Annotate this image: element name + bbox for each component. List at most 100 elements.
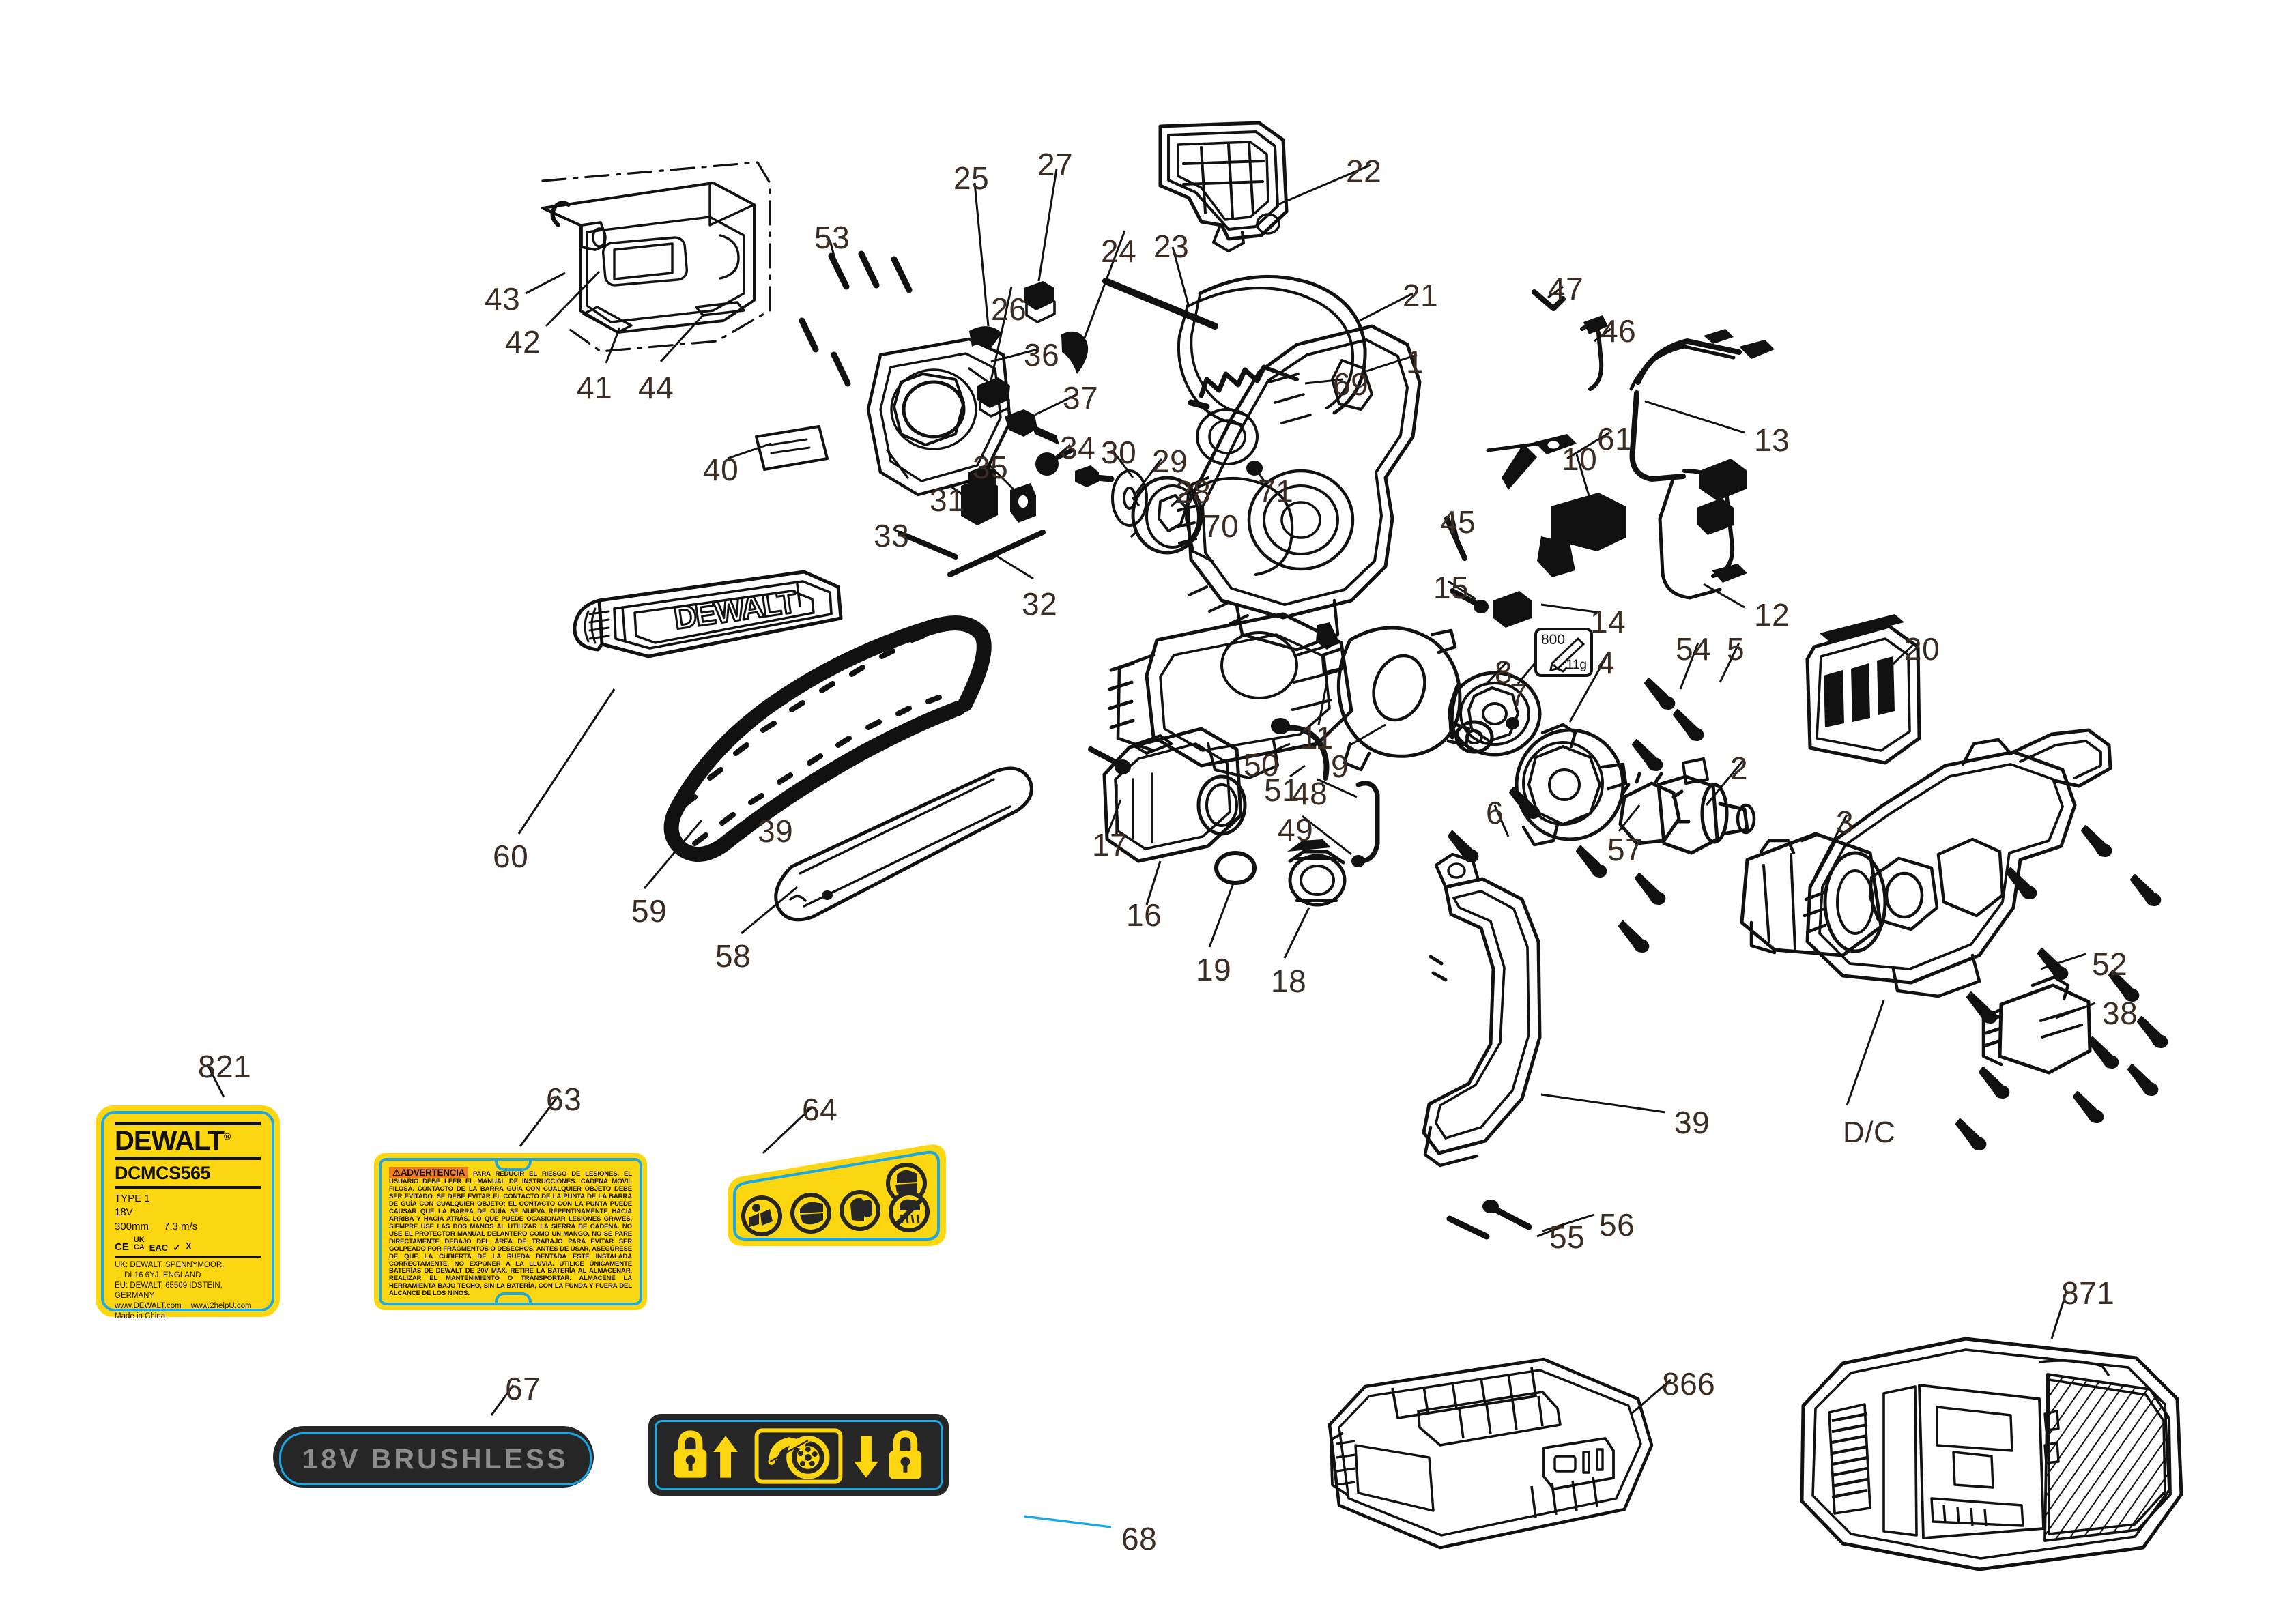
address-uk-line2: DL16 6YJ, ENGLAND — [124, 1271, 201, 1279]
ce-mark-icon: CE — [115, 1241, 129, 1253]
callout-number-45: 45 — [1440, 504, 1476, 540]
part-hand-guard-22 — [1158, 121, 1289, 252]
callout-number-25: 25 — [953, 160, 990, 196]
callout-number-2: 2 — [1730, 751, 1749, 786]
callout-number-63: 63 — [546, 1082, 582, 1117]
manufacturer-address: UK: DEWALT, SPENNYMOOR, DL16 6YJ, ENGLAN… — [115, 1260, 261, 1322]
part-cluster-top — [969, 278, 1218, 418]
callout-number-46: 46 — [1601, 313, 1637, 349]
callout-number-57: 57 — [1607, 832, 1644, 867]
grease-spec-icon: 800 11g — [1534, 628, 1593, 677]
no-rain-icon — [889, 1191, 930, 1232]
part-cluster-small — [898, 409, 1203, 577]
callout-number-64: 64 — [802, 1092, 838, 1127]
warning-badge: ⚠ADVERTENCIA — [389, 1167, 469, 1179]
callout-number-1: 1 — [1406, 344, 1424, 379]
callout-number-41: 41 — [577, 370, 613, 405]
part-pump-cover-9 — [1271, 622, 1494, 867]
callout-number-71: 71 — [1258, 474, 1294, 509]
rating-label-inner: DEWALT® DCMCS565 TYPE 1 18V 300mm 7.3 m/… — [101, 1111, 274, 1320]
part-armature-2 — [1656, 757, 1756, 855]
callout-number-35: 35 — [973, 450, 1009, 485]
callout-number-56: 56 — [1599, 1207, 1635, 1243]
callout-number-58: 58 — [715, 938, 751, 974]
callout-number-14: 14 — [1590, 604, 1626, 639]
address-eu: EU: DEWALT, 65509 IDSTEIN, GERMANY — [115, 1281, 223, 1300]
callout-number-8: 8 — [1495, 654, 1513, 690]
part-battery-rail-20 — [1805, 614, 1921, 765]
arrow-up-icon — [713, 1436, 738, 1478]
brushless-badge: 18V BRUSHLESS — [273, 1426, 594, 1488]
callout-number-20: 20 — [1904, 631, 1940, 667]
read-manual-icon — [741, 1195, 782, 1236]
callout-number-16: 16 — [1126, 897, 1162, 933]
callout-number-70: 70 — [1203, 508, 1239, 544]
voltage-value: 18V — [115, 1206, 133, 1219]
part-charger-871 — [1800, 1337, 2183, 1571]
model-number: DCMCS565 — [115, 1163, 261, 1189]
lock-closed-icon — [674, 1430, 707, 1478]
divider — [115, 1255, 261, 1258]
spec-block: TYPE 1 18V 300mm 7.3 m/s — [115, 1192, 261, 1234]
callout-number-59: 59 — [631, 893, 668, 929]
callout-number-821: 821 — [198, 1049, 252, 1084]
callout-number-69: 69 — [1333, 366, 1369, 402]
part-battery-866 — [1328, 1357, 1654, 1550]
grease-amount: 800 — [1541, 632, 1566, 648]
callout-number-19: 19 — [1196, 952, 1232, 987]
arrow-down-icon — [854, 1436, 878, 1478]
part-rear-handle-39 — [1422, 852, 1542, 1168]
callout-number-866: 866 — [1662, 1366, 1716, 1402]
part-pins-53 — [799, 250, 913, 387]
country-of-origin: Made in China — [115, 1311, 166, 1320]
callout-number-18: 18 — [1271, 963, 1307, 999]
callout-number-7: 7 — [1510, 677, 1528, 712]
chain-tension-label-inner — [655, 1420, 943, 1490]
chain-tension-label — [648, 1414, 949, 1496]
ear-protection-icon — [840, 1190, 880, 1231]
notch-top — [495, 1161, 532, 1171]
website-2helpu: www.2helpU.com — [190, 1301, 252, 1310]
callout-number-54: 54 — [1676, 631, 1712, 667]
part-fan-4 — [1506, 717, 1519, 729]
callout-number-27: 27 — [1037, 147, 1074, 182]
address-uk-line1: UK: DEWALT, SPENNYMOOR, — [115, 1260, 225, 1269]
warning-label: ⚠ADVERTENCIA PARA REDUCIR EL RIESGO DE L… — [374, 1153, 647, 1310]
part-scabbard-60: DEWALT — [573, 570, 843, 658]
callout-number-11: 11 — [1300, 720, 1334, 755]
brushless-badge-text: 18V BRUSHLESS — [279, 1432, 592, 1485]
warning-body-text: PARA REDUCIR EL RIESGO DE LESIONES, EL U… — [389, 1170, 632, 1298]
part-battery-receptacle — [541, 182, 756, 334]
dewalt-logo: DEWALT® — [115, 1122, 261, 1160]
callout-number-67: 67 — [505, 1371, 541, 1406]
callout-number-37: 37 — [1063, 380, 1099, 416]
leader-lines — [206, 164, 2096, 1416]
callout-number-44: 44 — [638, 370, 674, 405]
part-chain-59 — [663, 615, 992, 862]
callout-number-49: 49 — [1278, 812, 1314, 847]
part-screws-54 — [1441, 677, 1710, 955]
pictogram-label — [723, 1141, 949, 1250]
callout-number-39b: 39 — [1674, 1105, 1710, 1140]
callout-number-17: 17 — [1092, 827, 1128, 862]
date-code-label: D/C — [1843, 1116, 1896, 1149]
callout-number-23: 23 — [1153, 229, 1190, 264]
chain-tension-icon — [754, 1428, 843, 1484]
callout-number-30: 30 — [1101, 435, 1137, 470]
callout-number-48: 48 — [1292, 776, 1328, 811]
callout-number-4: 4 — [1597, 645, 1616, 680]
callout-number-5: 5 — [1727, 631, 1745, 667]
callout-number-60: 60 — [493, 839, 529, 874]
part-housing-right — [1803, 728, 2112, 998]
chain-speed-value: 7.3 m/s — [164, 1220, 198, 1232]
part-electronics — [1444, 289, 1775, 628]
callout-number-24: 24 — [1101, 233, 1137, 269]
notch-bottom — [495, 1292, 532, 1303]
callout-number-26: 26 — [991, 291, 1027, 327]
part-screws-55 — [1446, 1200, 1532, 1240]
warning-label-inner: ⚠ADVERTENCIA PARA REDUCIR EL RIESGO DE L… — [379, 1158, 642, 1305]
callout-number-29: 29 — [1152, 444, 1188, 479]
callout-number-47: 47 — [1548, 271, 1584, 306]
